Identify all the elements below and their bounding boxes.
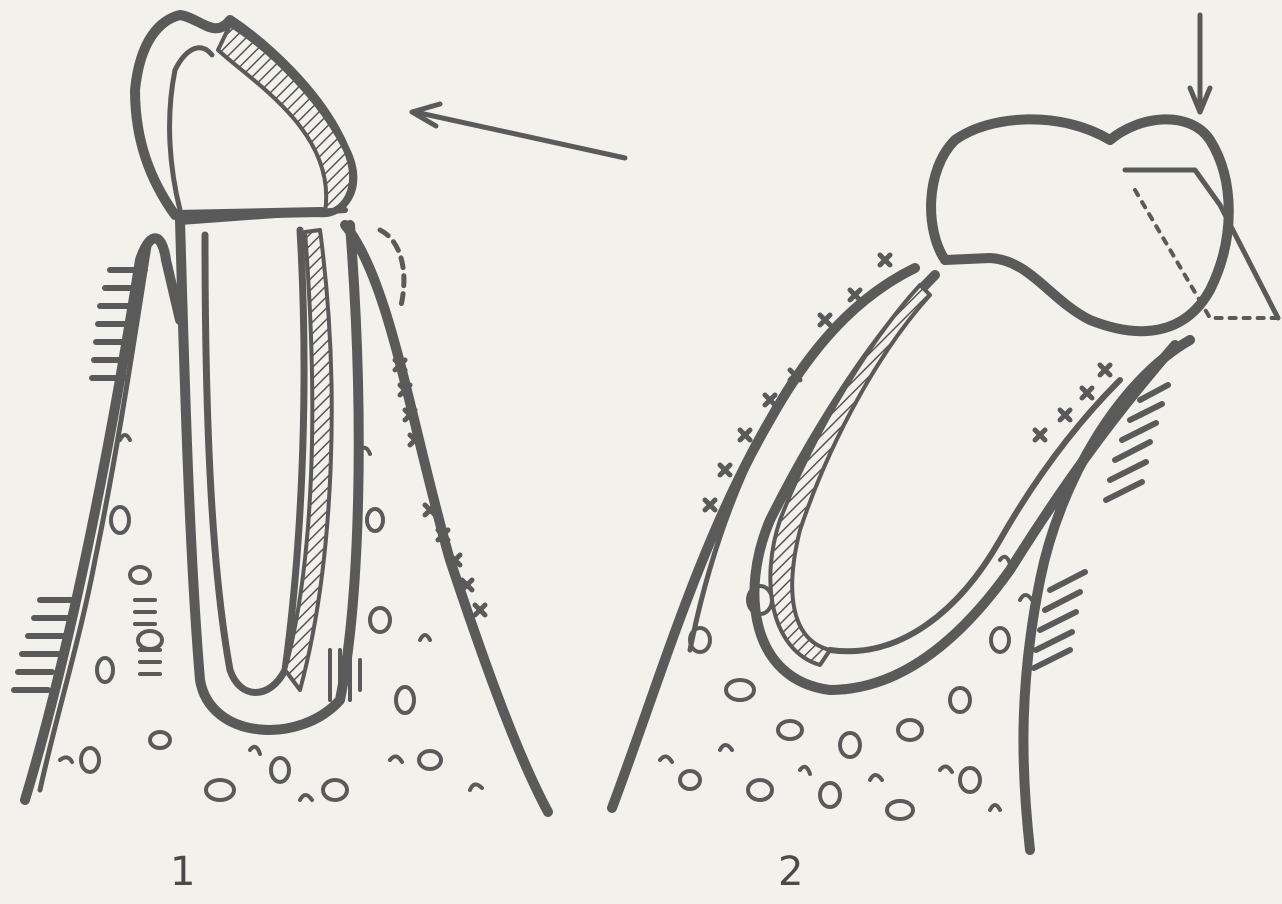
panel-1-pressure-marks — [380, 230, 485, 615]
panel-2-drawing — [612, 15, 1278, 850]
panel-1-bone-trabeculae — [60, 435, 482, 800]
panel-1-root-canal — [205, 230, 304, 693]
panel-2-crown — [931, 119, 1229, 331]
panel-2-force-arrow — [1190, 15, 1210, 112]
panel-1-resorption-marks — [135, 600, 360, 700]
figure-label-2: 2 — [778, 852, 803, 892]
panel-1-force-arrow — [412, 104, 625, 158]
panel-2-bone-outline — [612, 268, 1190, 850]
panel-1-drawing — [14, 15, 625, 812]
figure-label-1: 1 — [170, 852, 195, 892]
